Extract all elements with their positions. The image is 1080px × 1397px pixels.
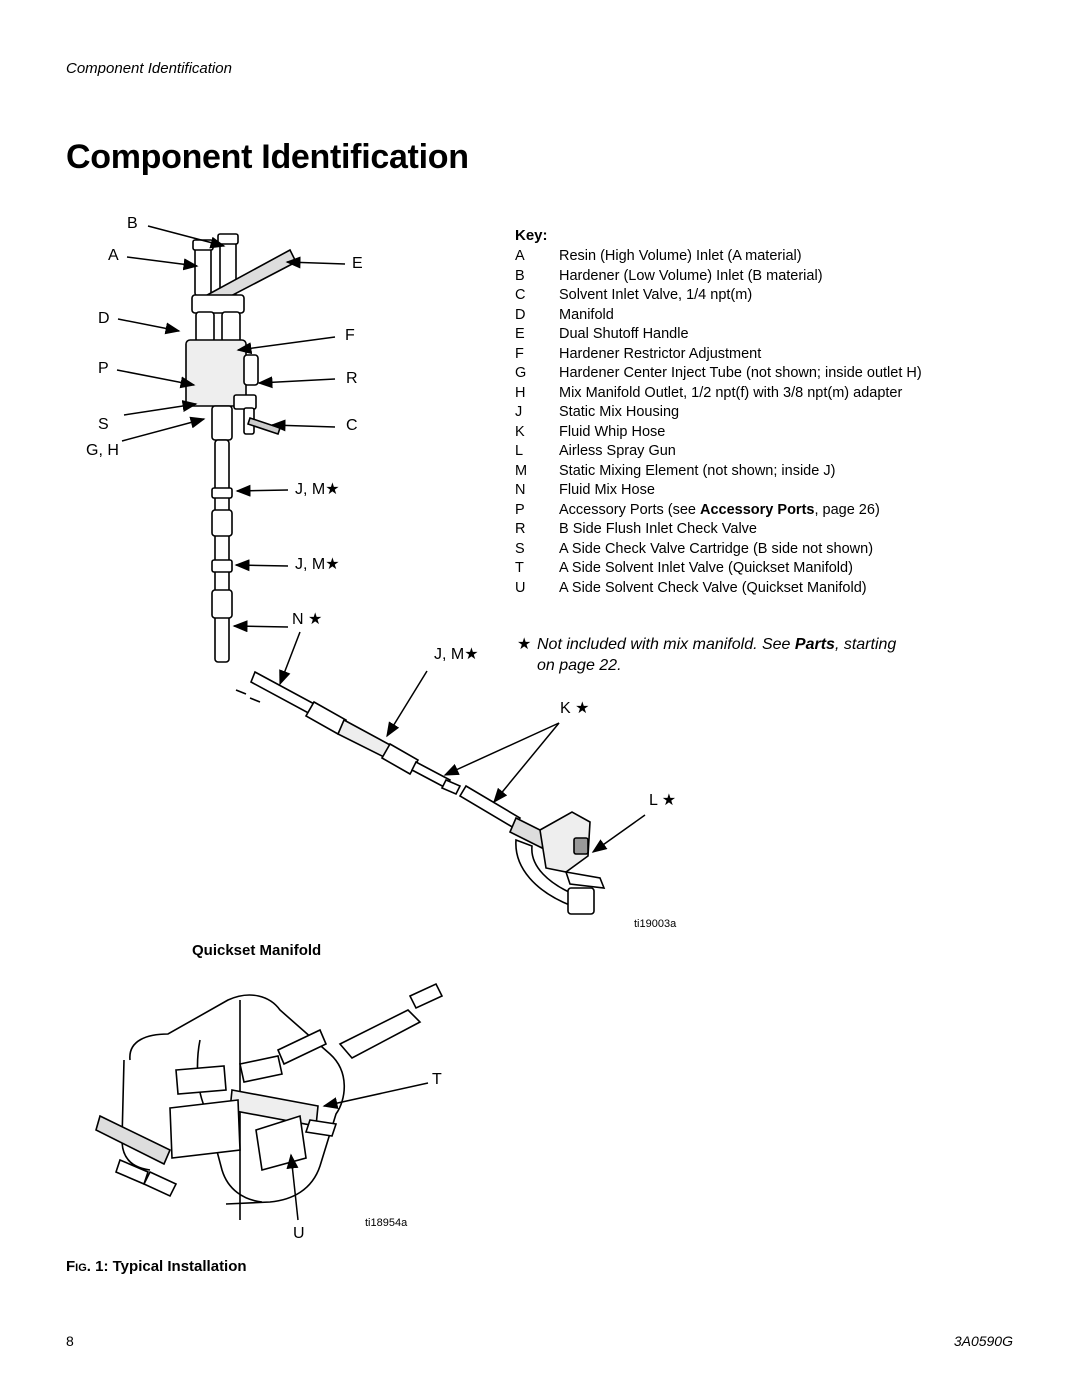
hose-and-mixer bbox=[249, 670, 550, 850]
callout-e: E bbox=[352, 255, 363, 272]
quickset-drawing bbox=[95, 982, 444, 1220]
star-note: ★Not included with mix manifold. See Par… bbox=[517, 636, 897, 674]
callout-jm-1: J, M★ bbox=[295, 481, 340, 498]
callout-p: P bbox=[98, 360, 109, 377]
callout-l: L ★ bbox=[649, 792, 677, 809]
spray-gun bbox=[515, 811, 606, 915]
callout-n: N ★ bbox=[292, 611, 323, 628]
image-id-main: ti19003a bbox=[634, 918, 677, 930]
callout-f: F bbox=[345, 327, 355, 344]
parts-ref: Parts bbox=[794, 636, 835, 653]
callout-b: B bbox=[127, 215, 138, 232]
star-icon: ★ bbox=[517, 636, 532, 653]
callout-d: D bbox=[98, 310, 110, 327]
document-number: 3A0590G bbox=[953, 1333, 1013, 1349]
callout-jm-3: J, M★ bbox=[434, 646, 479, 663]
callout-jm-2: J, M★ bbox=[295, 556, 340, 573]
image-id-quickset: ti18954a bbox=[365, 1217, 408, 1229]
page-number: 8 bbox=[66, 1333, 74, 1349]
manifold-assembly bbox=[185, 233, 298, 663]
key-title: Key: bbox=[515, 227, 548, 244]
accessory-ports-ref: Accessory Ports bbox=[700, 501, 815, 518]
callout-r: R bbox=[346, 370, 358, 387]
callout-k: K ★ bbox=[560, 700, 590, 717]
running-header: Component Identification bbox=[66, 60, 232, 77]
callout-u: U bbox=[293, 1225, 305, 1242]
quickset-title: Quickset Manifold bbox=[192, 942, 322, 959]
callout-s: S bbox=[98, 416, 109, 433]
callout-gh: G, H bbox=[86, 442, 119, 459]
page-title: Component Identification bbox=[66, 138, 469, 176]
leader-lines bbox=[116, 225, 646, 1221]
callout-a: A bbox=[108, 247, 119, 264]
figure-caption: FIG. 1: Typical Installation bbox=[66, 1258, 247, 1275]
callout-t: T bbox=[432, 1071, 442, 1088]
callout-c: C bbox=[346, 417, 358, 434]
